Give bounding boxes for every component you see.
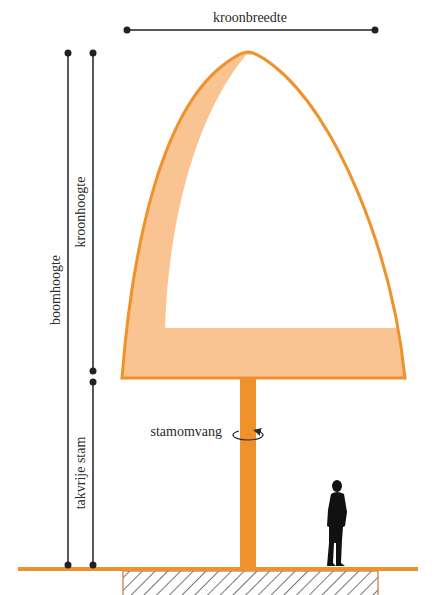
dimension-label: takvrije stam <box>73 437 89 510</box>
dimension-label: kroonbreedte <box>213 10 287 26</box>
dimension-lines <box>68 30 375 565</box>
crown-outline <box>122 52 405 378</box>
root-zone <box>123 571 378 595</box>
girth-arrow <box>233 431 263 440</box>
dimension-label: kroonhoogte <box>73 177 89 248</box>
dimension-label: stamomvang <box>150 424 222 440</box>
tree-trunk <box>240 378 256 568</box>
dimension-dots <box>65 27 379 569</box>
ground-line <box>18 567 418 571</box>
person-silhouette <box>327 480 347 566</box>
dimension-label: boomhoogte <box>48 255 64 325</box>
